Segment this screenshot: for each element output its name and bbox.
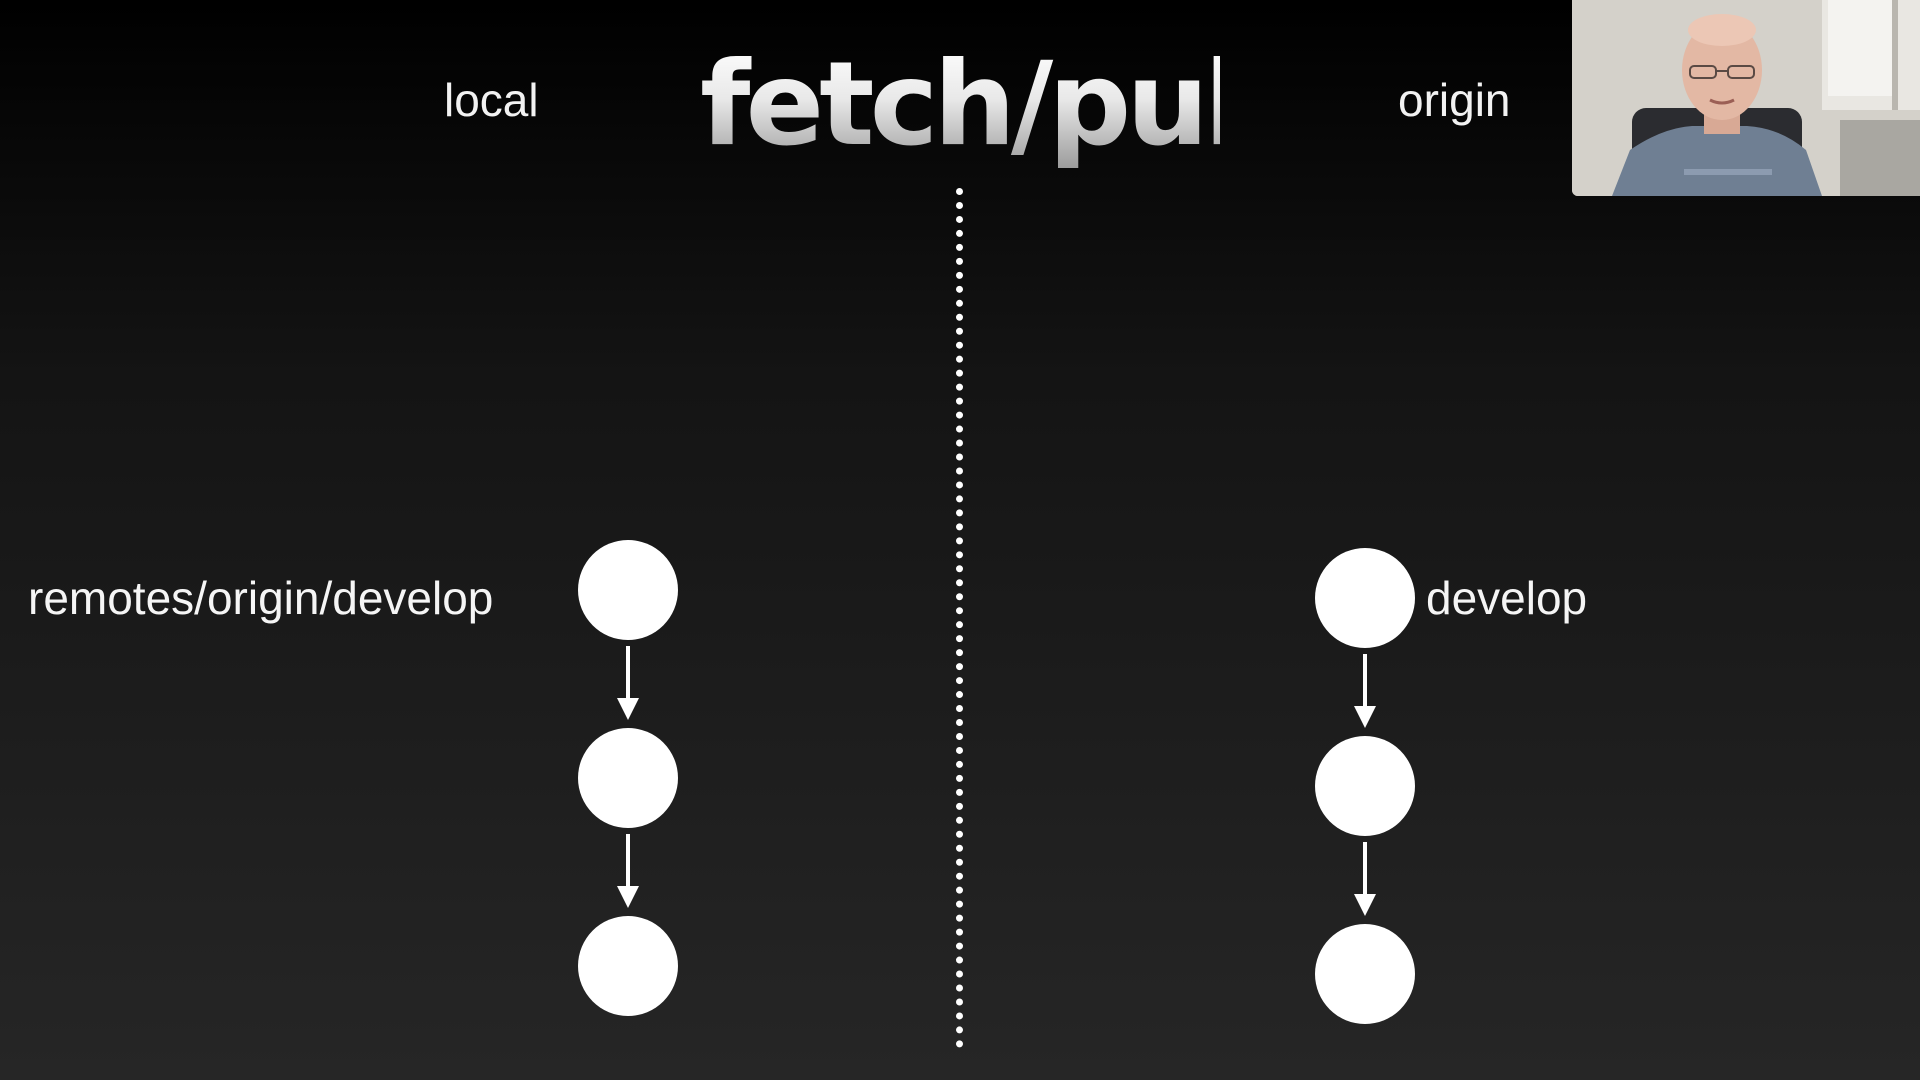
origin-commit-node [1315, 924, 1415, 1024]
remote-tracking-branch-label: remotes/origin/develop [28, 572, 494, 624]
develop-branch-label: develop [1426, 572, 1588, 624]
origin-commit-node [1315, 736, 1415, 836]
arrow-down-icon [617, 834, 639, 908]
local-commit-node [578, 540, 678, 640]
origin-commit-node [1315, 548, 1415, 648]
local-commit-node [578, 916, 678, 1016]
origin-label: origin [1398, 74, 1511, 126]
slide-title: fetch/pull [700, 37, 1278, 172]
local-commit-node [578, 728, 678, 828]
arrow-down-icon [1354, 842, 1376, 916]
arrow-down-icon [617, 646, 639, 720]
arrow-down-icon [1354, 654, 1376, 728]
presenter-webcam-feed [1572, 0, 1920, 196]
presenter-video-frame [1572, 0, 1920, 196]
local-label: local [444, 74, 539, 126]
local-origin-divider [956, 188, 963, 1048]
